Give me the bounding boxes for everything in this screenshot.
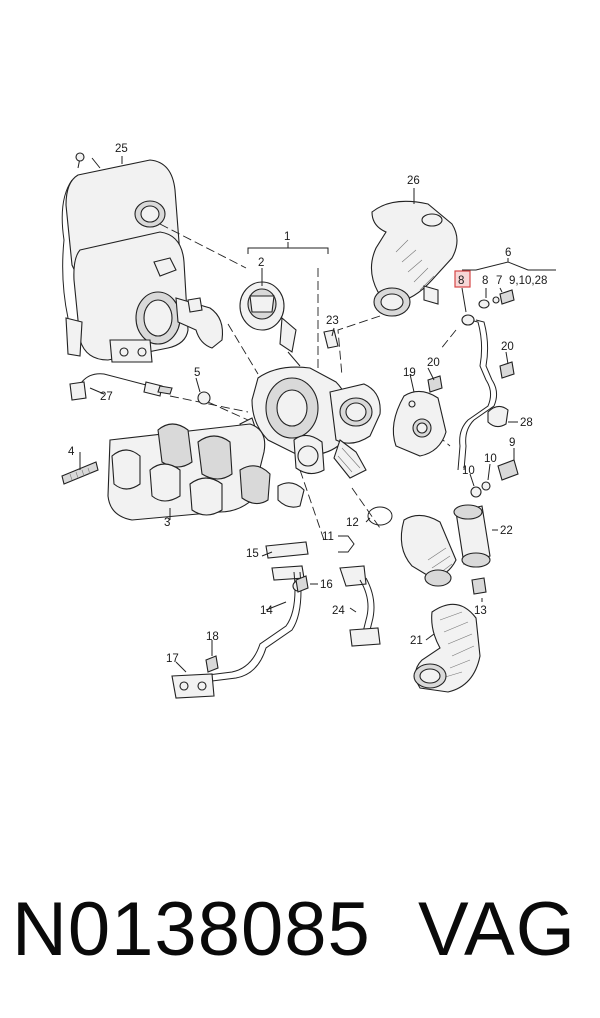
bolt <box>205 655 219 673</box>
highlight-box <box>454 270 471 288</box>
oil-return-pipe <box>171 541 309 699</box>
heat-shield <box>392 390 447 457</box>
o-ring <box>367 506 393 526</box>
connecting-pipe <box>400 514 457 587</box>
callout-12: 12 <box>346 517 359 529</box>
callout-9-10-28: 9,10,28 <box>509 275 547 287</box>
callout-4: 4 <box>68 446 75 458</box>
callout-11: 11 <box>322 531 334 543</box>
callout-20: 20 <box>501 341 514 353</box>
pin <box>323 329 339 349</box>
vacuum-actuator <box>239 281 301 367</box>
callout-21: 21 <box>410 635 423 647</box>
exploded-parts-diagram: 25 1 2 26 6 8 8 7 9,10,28 23 20 20 5 19 … <box>61 143 556 699</box>
part-number: N0138085 <box>12 887 371 972</box>
bolt <box>295 575 309 593</box>
clip <box>487 405 509 428</box>
callout-8: 8 <box>482 275 488 287</box>
nut <box>197 391 211 405</box>
caption-bar: N0138085 VAG <box>0 880 600 990</box>
callout-14: 14 <box>260 605 273 617</box>
callout-26: 26 <box>407 175 420 187</box>
callout-5: 5 <box>194 367 200 379</box>
flange-pipe <box>339 565 381 647</box>
air-intake-hose <box>370 200 458 317</box>
intake-hose <box>413 603 481 693</box>
callout-15: 15 <box>246 548 259 560</box>
turbocharger <box>239 366 381 479</box>
callout-17: 17 <box>166 653 179 665</box>
bracket-11 <box>338 535 355 553</box>
callout-13: 13 <box>474 605 487 617</box>
callout-19: 19 <box>403 367 416 379</box>
callout-23: 23 <box>326 315 339 327</box>
seal <box>481 481 491 491</box>
brand-name: VAG <box>418 887 576 972</box>
callout-3: 3 <box>164 517 170 529</box>
bracket-6 <box>462 258 556 271</box>
stud <box>61 461 99 485</box>
callout-1: 1 <box>284 231 290 243</box>
particulate-filter-assembly <box>61 152 224 363</box>
oil-supply-line <box>457 289 515 471</box>
callout-8-highlighted: 8 <box>458 275 464 287</box>
callout-27: 27 <box>100 391 113 403</box>
callout-20: 20 <box>427 357 440 369</box>
charge-air-hose <box>453 504 491 568</box>
callout-24: 24 <box>332 605 345 617</box>
callout-22: 22 <box>500 525 513 537</box>
callout-10: 10 <box>462 465 475 477</box>
bolt <box>427 375 443 393</box>
bracket-1 <box>247 242 329 254</box>
lambda-sensor <box>69 373 173 401</box>
callout-9: 9 <box>509 437 515 449</box>
callout-2: 2 <box>258 257 264 269</box>
callout-16: 16 <box>320 579 333 591</box>
callout-25: 25 <box>115 143 128 155</box>
callout-6: 6 <box>505 247 511 259</box>
exhaust-manifold <box>107 423 305 521</box>
seal <box>470 486 482 498</box>
bolt <box>471 577 487 595</box>
callout-18: 18 <box>206 631 219 643</box>
callout-10: 10 <box>484 453 497 465</box>
bolt <box>497 459 519 481</box>
bolt <box>499 361 515 379</box>
callout-7: 7 <box>496 275 502 287</box>
callout-28: 28 <box>520 417 533 429</box>
